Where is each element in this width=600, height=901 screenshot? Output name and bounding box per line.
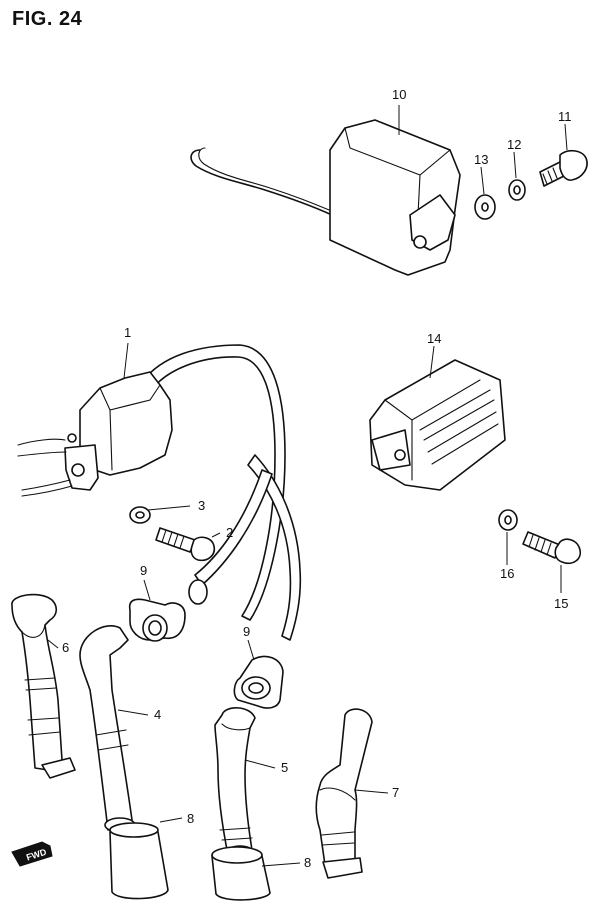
- part-5-plug-cap: [214, 707, 256, 859]
- part-3-washer: [129, 506, 151, 524]
- callout-6: 6: [62, 640, 69, 655]
- callout-13: 13: [474, 152, 488, 167]
- callout-2: 2: [226, 525, 233, 540]
- callout-4: 4: [154, 707, 161, 722]
- leader-lines: [47, 105, 568, 867]
- part-11-bolt: [539, 149, 588, 187]
- callout-16: 16: [500, 566, 514, 581]
- part-4-plug-cap: [79, 625, 136, 833]
- part-6-plug-cap: [11, 593, 76, 779]
- part-10-control-unit: [190, 119, 461, 276]
- part-15-bolt: [522, 531, 582, 565]
- part-16-washer: [498, 509, 518, 531]
- callout-1: 1: [124, 325, 131, 340]
- part-12-lock-washer: [508, 179, 526, 201]
- part-13-washer: [474, 194, 496, 220]
- callout-11: 11: [558, 109, 572, 124]
- callout-10: 10: [392, 87, 406, 102]
- callout-9-left: 9: [140, 563, 147, 578]
- callout-12: 12: [507, 137, 521, 152]
- part-8-cap-b: [211, 846, 271, 901]
- part-14-regulator-rectifier: [369, 359, 506, 491]
- callout-8-lower: 8: [304, 855, 311, 870]
- part-1-ignition-coil: [17, 344, 302, 641]
- part-2-bolt: [155, 527, 216, 562]
- part-9-grommet-a: [128, 598, 186, 642]
- part-8-cap-a: [109, 822, 169, 900]
- figure-title: FIG. 24: [12, 8, 83, 30]
- callout-7: 7: [392, 785, 399, 800]
- forward-direction-arrow: FWD: [11, 841, 53, 867]
- part-7-plug-cap: [315, 708, 373, 879]
- callout-3: 3: [198, 498, 205, 513]
- callout-8-upper: 8: [187, 811, 194, 826]
- callout-14: 14: [427, 331, 441, 346]
- callout-15: 15: [554, 596, 568, 611]
- part-9-grommet-b: [233, 655, 284, 709]
- callout-5: 5: [281, 760, 288, 775]
- callout-labels: 1 2 3 4 5 6 7 8 8 9 9 10 11 12 13 14 15 …: [62, 87, 572, 870]
- callout-9-right: 9: [243, 624, 250, 639]
